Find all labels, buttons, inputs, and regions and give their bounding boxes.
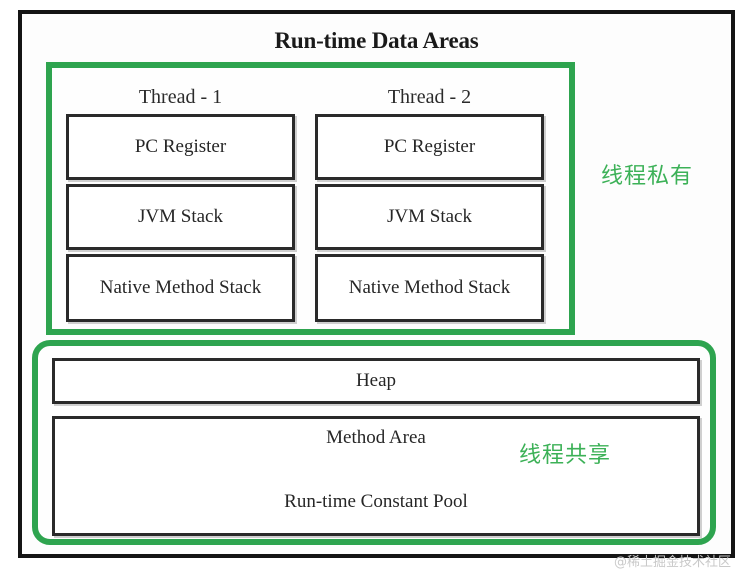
thread-2-native-method-stack-box[interactable]: Native Method Stack [315, 254, 544, 322]
thread-shared-region: Heap Method Area Run-time Constant Pool [32, 340, 716, 545]
thread-shared-note: 线程共享 [519, 443, 612, 468]
method-area-label: Method Area [326, 427, 426, 448]
thread-2-label: Thread - 2 [387, 86, 472, 108]
thread-1-jvm-stack-box[interactable]: JVM Stack [66, 184, 295, 250]
thread-private-note: 线程私有 [601, 164, 694, 189]
thread-1-label: Thread - 1 [138, 86, 223, 108]
thread-1-pc-register-box[interactable]: PC Register [66, 114, 295, 180]
thread-column-2: Thread - 2 PC Register JVM Stack Native … [315, 80, 544, 322]
watermark: @稀土掘金技术社区 [613, 555, 731, 570]
thread-2-jvm-stack-box[interactable]: JVM Stack [315, 184, 544, 250]
thread-2-pc-register-box[interactable]: PC Register [315, 114, 544, 180]
heap-box[interactable]: Heap [52, 358, 700, 404]
method-area-box[interactable]: Method Area Run-time Constant Pool [52, 416, 700, 536]
page-title: Run-time Data Areas [274, 28, 479, 53]
thread-1-native-method-stack-box[interactable]: Native Method Stack [66, 254, 295, 322]
thread-private-region: Thread - 1 PC Register JVM Stack Native … [46, 62, 575, 335]
thread-column-1: Thread - 1 PC Register JVM Stack Native … [66, 80, 295, 322]
runtime-constant-pool-label: Run-time Constant Pool [284, 491, 468, 512]
